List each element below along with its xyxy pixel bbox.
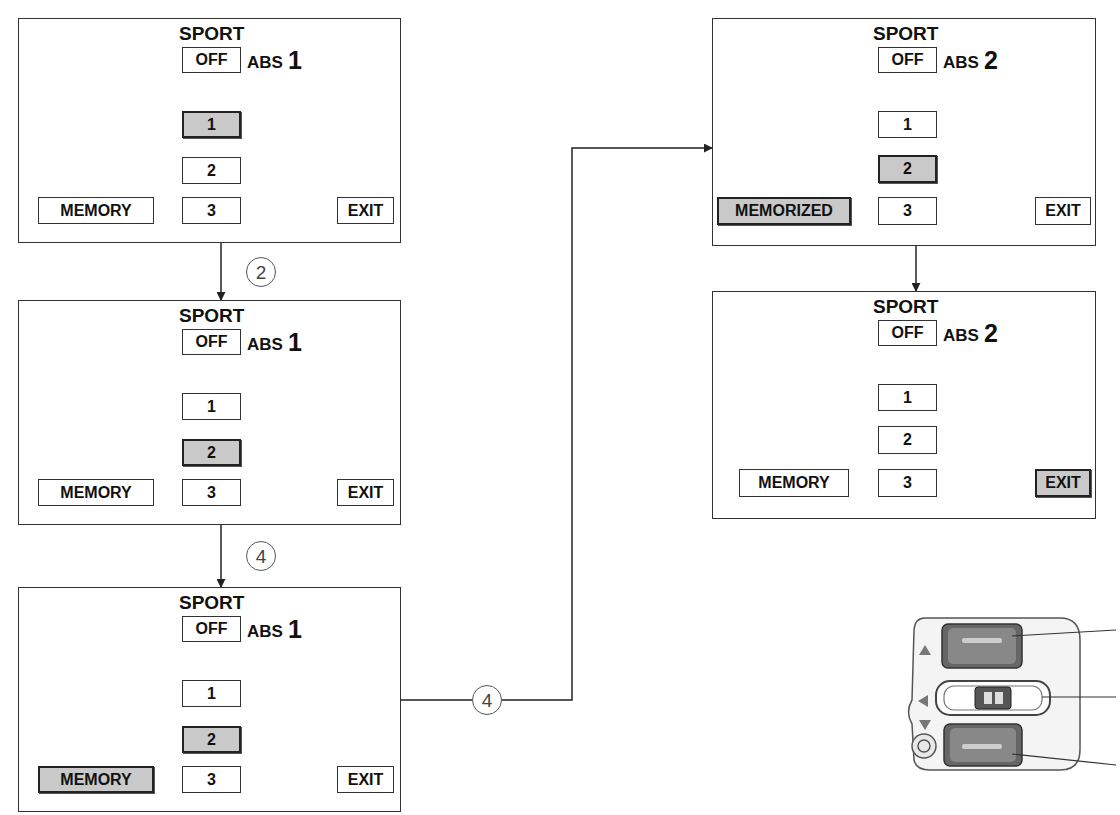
menu-button: MEMORY [739, 469, 849, 497]
button-text: 2 [207, 732, 216, 748]
button-text: OFF [196, 334, 228, 350]
button-text: MEMORY [60, 485, 131, 501]
off-box: OFF [878, 320, 937, 346]
button-text: 3 [903, 203, 912, 219]
button-text: EXIT [348, 772, 384, 788]
button-text: OFF [892, 52, 924, 68]
menu-button: 2 [182, 439, 241, 466]
abs-level: 2 [984, 48, 998, 73]
menu-button: 1 [182, 680, 241, 707]
step-number: 4 [246, 541, 276, 571]
button-text: EXIT [348, 485, 384, 501]
button-text: 2 [903, 161, 912, 177]
menu-button: 3 [878, 469, 937, 497]
menu-button: 1 [878, 111, 937, 138]
off-box: OFF [182, 616, 241, 642]
abs-level: 1 [288, 330, 302, 355]
button-text: MEMORY [60, 203, 131, 219]
menu-button: 1 [182, 111, 241, 138]
button-text: 2 [903, 432, 912, 448]
button-text: 1 [903, 390, 912, 406]
button-text: 1 [207, 399, 216, 415]
button-text: OFF [892, 325, 924, 341]
step-number: 4 [472, 685, 502, 715]
display-screen: SPORT ABS 2 OFF 1 2MEMORY 3 EXIT [712, 291, 1096, 519]
button-text: 1 [207, 686, 216, 702]
button-text: 1 [903, 117, 912, 133]
menu-button: EXIT [337, 479, 394, 506]
menu-button: 2 [182, 157, 241, 184]
abs-label: ABS [247, 336, 283, 353]
up-button [942, 624, 1022, 668]
button-text: 2 [207, 163, 216, 179]
display-screen: SPORTABS 1 OFF 1 2MEMORY 3 EXIT [18, 300, 401, 525]
switch-housing [909, 618, 1081, 770]
mode-title: SPORT [873, 297, 938, 316]
button-text: MEMORY [758, 475, 829, 491]
button-text: 3 [207, 485, 216, 501]
menu-button: 1 [182, 393, 241, 420]
button-text: OFF [196, 52, 228, 68]
menu-button: MEMORY [38, 479, 154, 506]
abs-level: 2 [984, 321, 998, 346]
button-text: 2 [207, 445, 216, 461]
abs-label: ABS [943, 327, 979, 344]
menu-button: MEMORY [38, 766, 154, 793]
off-box: OFF [182, 329, 241, 355]
display-screen: SPORTABS 1 OFF 1 2MEMORY 3 EXIT [18, 18, 401, 243]
button-text: MEMORY [60, 772, 131, 788]
menu-button: 2 [878, 155, 937, 183]
mode-title: SPORT [179, 593, 244, 612]
menu-button: 2 [182, 726, 241, 753]
mode-title: SPORT [179, 24, 244, 43]
abs-level: 1 [288, 617, 302, 642]
button-text: EXIT [1045, 203, 1081, 219]
off-box: OFF [182, 47, 241, 73]
flow-arrow [220, 525, 222, 587]
button-text: 3 [903, 475, 912, 491]
step-number: 2 [246, 257, 276, 287]
menu-button: 2 [878, 426, 937, 454]
flow-arrow [220, 243, 222, 300]
joystick [936, 681, 1050, 715]
button-text: OFF [196, 621, 228, 637]
abs-label: ABS [247, 623, 283, 640]
menu-button: MEMORY [38, 197, 154, 224]
menu-button: EXIT [337, 766, 394, 793]
menu-button: EXIT [1035, 469, 1091, 497]
button-text: EXIT [1045, 475, 1081, 491]
off-box: OFF [878, 47, 937, 73]
menu-button: MEMORIZED [717, 197, 851, 225]
button-text: EXIT [348, 203, 384, 219]
down-button [944, 724, 1022, 766]
button-text: 3 [207, 203, 216, 219]
menu-button: EXIT [337, 197, 394, 224]
menu-button: EXIT [1035, 197, 1091, 225]
flow-arrow [401, 148, 712, 700]
abs-level: 1 [288, 48, 302, 73]
abs-label: ABS [943, 54, 979, 71]
flow-arrow [915, 246, 917, 291]
abs-label: ABS [247, 54, 283, 71]
menu-button: 1 [878, 384, 937, 411]
button-text: 1 [207, 117, 216, 133]
display-screen: SPORTABS 1 OFF 1 2MEMORY 3 EXIT [18, 587, 401, 812]
button-text: 3 [207, 772, 216, 788]
display-screen: SPORT ABS 2 OFF 1 2MEMORIZED 3 EXIT [712, 18, 1096, 246]
mode-title: SPORT [179, 306, 244, 325]
menu-button: 3 [182, 479, 241, 506]
menu-button: 3 [182, 766, 241, 793]
mode-title: SPORT [873, 24, 938, 43]
button-text: MEMORIZED [735, 203, 833, 219]
menu-button: 3 [878, 197, 937, 225]
leader-line [1012, 630, 1116, 765]
menu-button: 3 [182, 197, 241, 224]
